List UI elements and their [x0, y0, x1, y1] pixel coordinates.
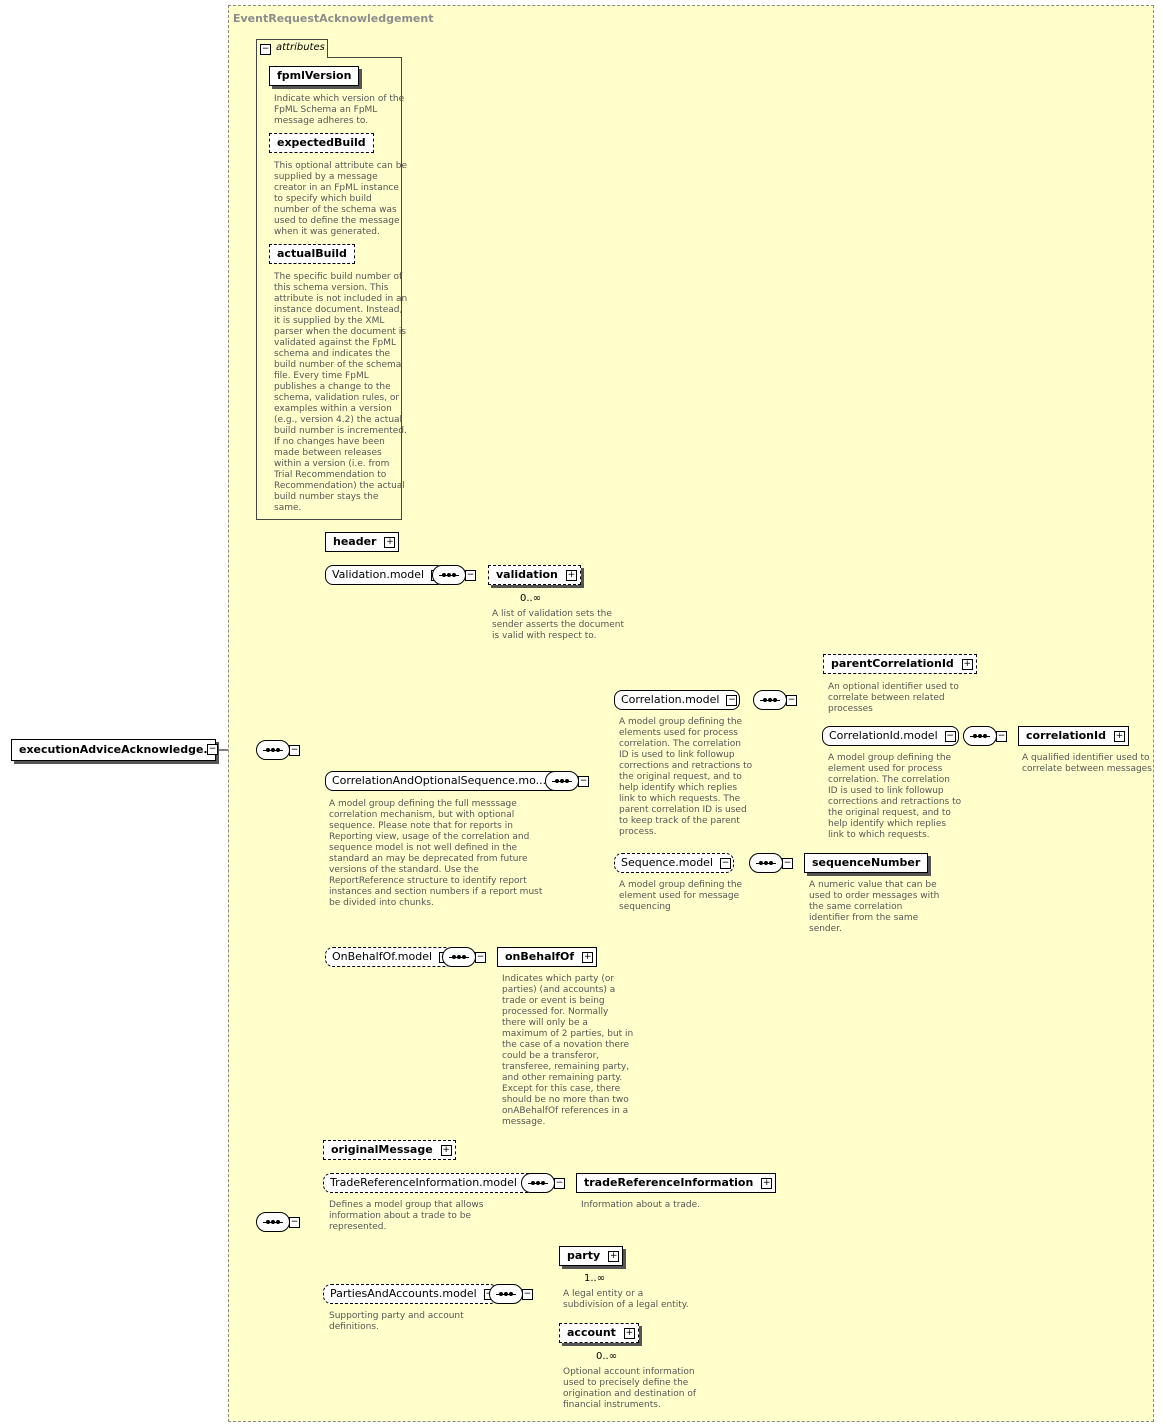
- correlation-sequence[interactable]: [545, 771, 579, 791]
- on-behalf-of-label: onBehalfOf: [505, 950, 575, 963]
- collapse-icon[interactable]: −: [944, 731, 956, 742]
- expand-icon[interactable]: +: [608, 1251, 620, 1262]
- attributes-tab[interactable]: − attributes: [256, 39, 328, 58]
- expand-icon[interactable]: +: [582, 952, 594, 963]
- trade-reference-model-desc: Defines a model group that allows inform…: [329, 1200, 484, 1232]
- sequence-model-desc: A model group defining the element used …: [619, 880, 743, 912]
- validation-occurrence: 0..∞: [520, 593, 542, 604]
- collapse-icon[interactable]: −: [475, 952, 486, 963]
- correlation-optional-sequence-desc: A model group defining the full messsage…: [329, 799, 543, 908]
- validation-desc: A list of validation sets the sender ass…: [492, 609, 624, 641]
- parties-sequence[interactable]: [489, 1284, 523, 1304]
- expand-icon[interactable]: +: [1113, 731, 1125, 742]
- correlation-model-label: Correlation.model: [621, 693, 720, 706]
- expand-icon[interactable]: +: [440, 1145, 452, 1156]
- correlation-id-label: correlationId: [1026, 729, 1106, 742]
- attr-fpmlVersion-desc: Indicate which version of the FpML Schem…: [274, 94, 405, 126]
- account-desc: Optional account information used to pre…: [563, 1367, 696, 1410]
- expand-icon[interactable]: +: [761, 1178, 773, 1189]
- correlation-id-element[interactable]: correlationId +: [1018, 726, 1129, 746]
- trade-reference-info-element[interactable]: tradeReferenceInformation +: [576, 1173, 777, 1193]
- trade-reference-info-desc: Information about a trade.: [581, 1200, 701, 1210]
- correlation-optional-sequence-label: CorrelationAndOptionalSequence.mo...: [332, 774, 547, 787]
- party-element[interactable]: party +: [559, 1246, 624, 1266]
- collapse-icon[interactable]: −: [578, 776, 589, 787]
- parties-accounts-model-desc: Supporting party and account definitions…: [329, 1311, 464, 1332]
- trade-reference-model[interactable]: TradeReferenceInformation.model −: [323, 1173, 538, 1193]
- sequence-compositor-2[interactable]: [256, 1212, 290, 1232]
- parent-correlation-id-label: parentCorrelationId: [831, 657, 954, 670]
- sequence-model-sequence[interactable]: [749, 853, 783, 873]
- correlation-model-desc: A model group defining the elements used…: [619, 717, 753, 837]
- expand-icon[interactable]: +: [384, 537, 396, 548]
- account-label: account: [567, 1326, 616, 1339]
- expand-icon[interactable]: +: [961, 659, 973, 670]
- party-occurrence: 1..∞: [584, 1273, 606, 1284]
- attr-actualBuild-desc: The specific build number of this schema…: [274, 272, 408, 513]
- attr-fpmlVersion[interactable]: fpmlVersion: [269, 66, 360, 86]
- correlation-id-model-label: CorrelationId.model: [829, 729, 938, 742]
- on-behalf-of-desc: Indicates which party (or parties) (and …: [502, 974, 634, 1127]
- region-title: EventRequestAcknowledgement: [233, 12, 434, 25]
- collapse-icon[interactable]: −: [726, 695, 738, 706]
- trade-reference-info-label: tradeReferenceInformation: [584, 1176, 754, 1189]
- collapse-icon[interactable]: −: [554, 1178, 565, 1189]
- trade-reference-sequence[interactable]: [521, 1173, 555, 1193]
- expand-icon[interactable]: +: [565, 570, 577, 581]
- account-occurrence: 0..∞: [596, 1351, 618, 1362]
- collapse-icon[interactable]: −: [289, 745, 300, 756]
- original-message-label: originalMessage: [331, 1143, 433, 1156]
- expand-icon[interactable]: +: [623, 1328, 635, 1339]
- sequence-number-desc: A numeric value that can be used to orde…: [809, 880, 940, 934]
- validation-label: validation: [496, 568, 558, 581]
- correlation-id-sequence[interactable]: [963, 726, 997, 746]
- parent-correlation-id-desc: An optional identifier used to correlate…: [828, 682, 959, 714]
- correlation-id-desc: A qualified identifier used to correlate…: [1022, 753, 1152, 774]
- collapse-icon[interactable]: −: [786, 695, 797, 706]
- header-label: header: [333, 535, 377, 548]
- validation-model-label: Validation.model: [332, 568, 425, 581]
- on-behalf-of-model-label: OnBehalfOf.model: [332, 950, 433, 963]
- sequence-model-label: Sequence.model: [621, 856, 714, 869]
- on-behalf-of-sequence[interactable]: [442, 947, 476, 967]
- sequence-compositor-1[interactable]: [256, 740, 290, 760]
- on-behalf-of-model[interactable]: OnBehalfOf.model −: [325, 947, 454, 967]
- on-behalf-of-element[interactable]: onBehalfOf +: [497, 947, 598, 967]
- correlation-model[interactable]: Correlation.model −: [614, 690, 741, 710]
- collapse-icon[interactable]: −: [720, 858, 732, 869]
- trade-reference-model-label: TradeReferenceInformation.model: [330, 1176, 517, 1189]
- original-message-element[interactable]: originalMessage +: [323, 1140, 456, 1160]
- validation-model[interactable]: Validation.model −: [325, 565, 446, 585]
- correlation-id-model-desc: A model group defining the element used …: [828, 753, 962, 840]
- root-element-label: executionAdviceAcknowledge...: [19, 743, 216, 756]
- header-element[interactable]: header +: [325, 532, 400, 552]
- party-desc: A legal entity or a subdivision of a leg…: [563, 1289, 689, 1310]
- correlation-id-model[interactable]: CorrelationId.model −: [822, 726, 959, 746]
- correlation-model-sequence[interactable]: [753, 690, 787, 710]
- collapse-icon[interactable]: −: [782, 858, 793, 869]
- collapse-icon[interactable]: −: [522, 1289, 533, 1300]
- collapse-icon[interactable]: −: [289, 1217, 300, 1228]
- collapse-icon[interactable]: −: [996, 731, 1007, 742]
- parent-correlation-id-element[interactable]: parentCorrelationId +: [823, 654, 977, 674]
- attr-expectedBuild[interactable]: expectedBuild: [269, 133, 374, 153]
- attr-expectedBuild-desc: This optional attribute can be supplied …: [274, 161, 407, 237]
- sequence-number-element[interactable]: sequenceNumber: [804, 853, 929, 873]
- collapse-icon[interactable]: −: [207, 744, 218, 755]
- collapse-icon[interactable]: −: [260, 44, 271, 55]
- sequence-model[interactable]: Sequence.model −: [614, 853, 735, 873]
- party-label: party: [567, 1249, 601, 1262]
- attr-actualBuild[interactable]: actualBuild: [269, 244, 355, 264]
- account-element[interactable]: account +: [559, 1323, 639, 1343]
- root-element[interactable]: executionAdviceAcknowledge... −: [11, 739, 218, 761]
- collapse-icon[interactable]: −: [465, 570, 476, 581]
- attributes-tab-label: attributes: [276, 42, 325, 53]
- parties-accounts-model[interactable]: PartiesAndAccounts.model −: [323, 1284, 498, 1304]
- parties-accounts-model-label: PartiesAndAccounts.model: [330, 1287, 477, 1300]
- validation-element[interactable]: validation +: [488, 565, 581, 585]
- validation-sequence[interactable]: [432, 565, 466, 585]
- correlation-optional-sequence-model[interactable]: CorrelationAndOptionalSequence.mo... −: [325, 771, 568, 791]
